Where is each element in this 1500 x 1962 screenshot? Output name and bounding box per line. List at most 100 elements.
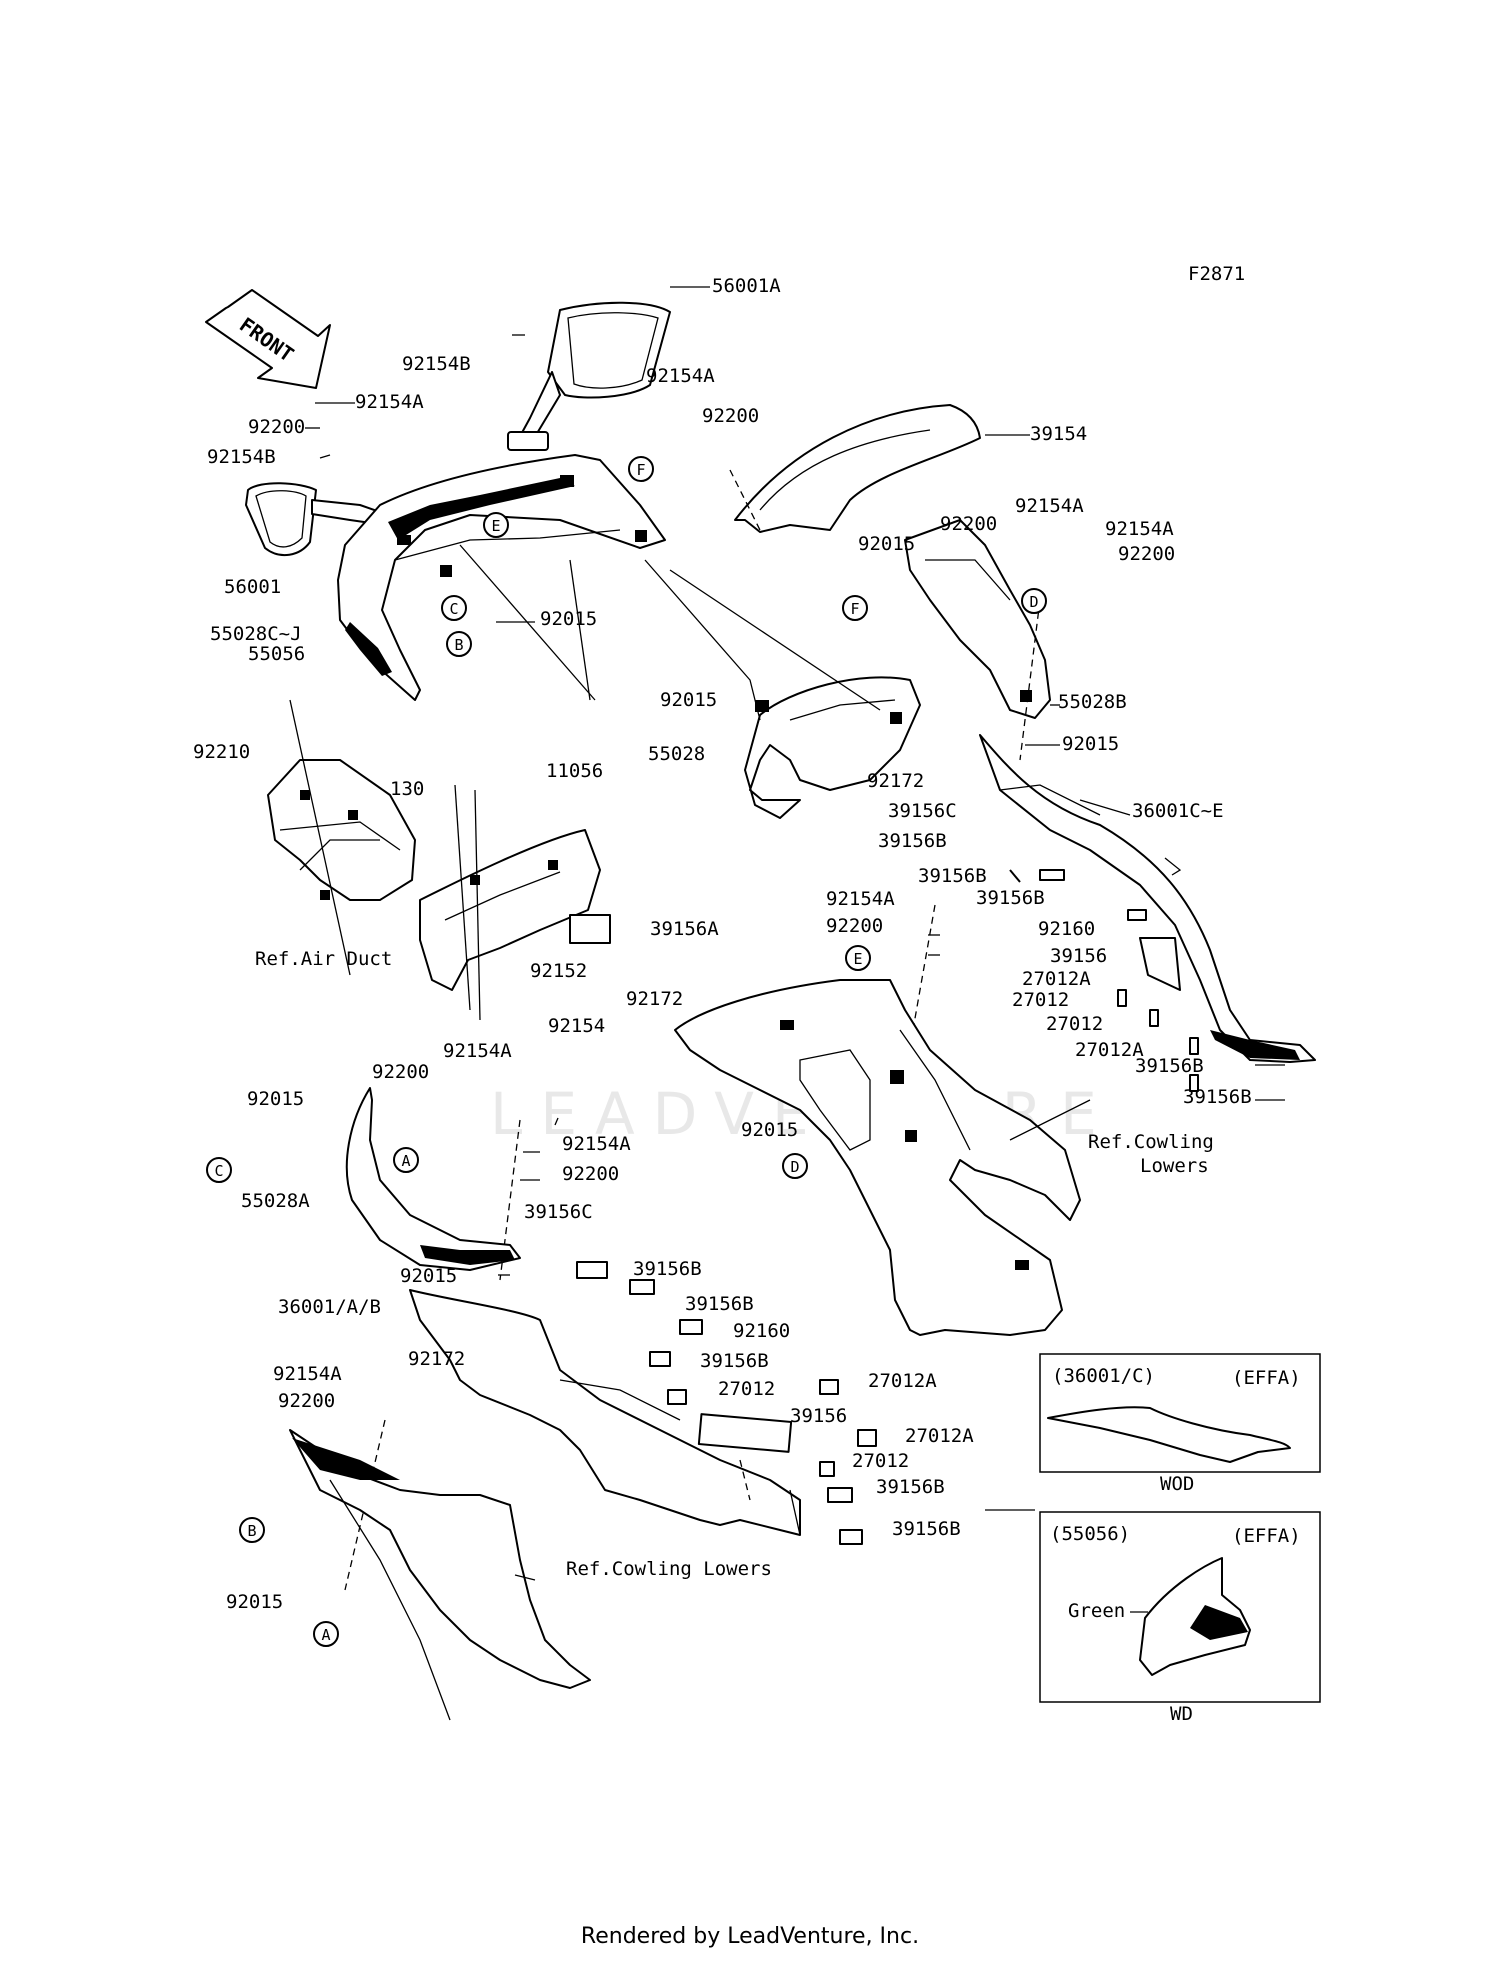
part-label: 55028B xyxy=(1058,691,1127,713)
svg-text:C: C xyxy=(214,1162,223,1180)
windscreen-39154 xyxy=(734,404,981,533)
small-parts xyxy=(569,869,1199,1545)
part-label: 39156B xyxy=(876,1476,945,1498)
part-label: 39156C xyxy=(524,1201,593,1223)
svg-text:Green: Green xyxy=(1068,1600,1125,1622)
side-panel-55028A xyxy=(345,1087,521,1271)
side-fairing-36001 xyxy=(409,1289,801,1536)
part-label: 55028A xyxy=(241,1190,310,1212)
part-label: 92015 xyxy=(1062,733,1119,755)
side-cover-55028B xyxy=(904,519,1051,719)
svg-text:A: A xyxy=(401,1152,410,1170)
part-label: 92154A xyxy=(646,365,715,387)
svg-text:(55056): (55056) xyxy=(1050,1523,1130,1545)
svg-text:E: E xyxy=(853,950,862,968)
ref-air-duct: Ref.Air Duct xyxy=(255,948,392,970)
air-duct-bracket xyxy=(267,759,416,901)
svg-text:F: F xyxy=(850,600,859,618)
part-label: 92154 xyxy=(548,1015,605,1037)
side-fairing-36001C xyxy=(979,734,1316,1063)
svg-text:E: E xyxy=(491,517,500,535)
part-label: 92200 xyxy=(826,915,883,937)
part-label: 92154A xyxy=(1105,518,1174,540)
part-label: 39156C xyxy=(888,800,957,822)
part-label: 56001A xyxy=(712,275,781,297)
part-label: 92200 xyxy=(1118,543,1175,565)
svg-text:F: F xyxy=(636,461,645,479)
part-label: 39156B xyxy=(976,887,1045,909)
part-label: 92172 xyxy=(867,770,924,792)
part-label: 92152 xyxy=(530,960,587,982)
part-label: 39156B xyxy=(1183,1086,1252,1108)
part-label: 92154A xyxy=(1015,495,1084,517)
svg-text:B: B xyxy=(454,636,463,654)
part-label: 56001 xyxy=(224,576,281,598)
inner-panel-55028 xyxy=(744,676,921,819)
svg-text:A: A xyxy=(321,1626,330,1644)
part-label: 39156 xyxy=(1050,945,1107,967)
ref-cowling-lowers: Ref.Cowling xyxy=(1088,1131,1214,1153)
part-label: 27012A xyxy=(905,1425,974,1447)
part-label: 92210 xyxy=(193,741,250,763)
part-label: 92200 xyxy=(702,405,759,427)
part-label: 39156A xyxy=(650,918,719,940)
front-arrow-icon: FRONT xyxy=(205,289,331,389)
part-label: 27012 xyxy=(1012,989,1069,1011)
part-label: 92015 xyxy=(660,689,717,711)
part-label: 92172 xyxy=(626,988,683,1010)
center-cowl xyxy=(674,979,1081,1336)
part-label: 92015 xyxy=(858,533,915,555)
part-label: 130 xyxy=(390,778,424,800)
part-label: 92154A xyxy=(273,1363,342,1385)
part-label: 27012A xyxy=(1075,1039,1144,1061)
part-label: 39156B xyxy=(700,1350,769,1372)
part-label: 55028C~J xyxy=(210,623,302,645)
part-label: 11056 xyxy=(546,760,603,782)
part-label: 92200 xyxy=(278,1390,335,1412)
part-label: 36001C~E xyxy=(1132,800,1224,822)
part-label: 36001/A/B xyxy=(278,1296,381,1318)
lower-cowl-left xyxy=(289,1429,591,1721)
part-label: 39156B xyxy=(685,1293,754,1315)
part-label: 92015 xyxy=(226,1591,283,1613)
part-numbers: 56001A 92154B 92154A 92154A 92200 92200 … xyxy=(193,275,1252,1613)
ref-cowling-lowers: Ref.Cowling Lowers xyxy=(566,1558,772,1580)
part-label: 92200 xyxy=(940,513,997,535)
ref-cowling-lowers: Lowers xyxy=(1140,1155,1209,1177)
svg-text:WD: WD xyxy=(1170,1703,1193,1725)
svg-text:WOD: WOD xyxy=(1160,1473,1194,1495)
callout-letters: F E C B F D E D C A B A xyxy=(206,456,1047,1647)
part-label: 92154A xyxy=(562,1133,631,1155)
variant-box-36001C: (36001/C) (EFFA) WOD xyxy=(1039,1353,1321,1495)
part-label: 92015 xyxy=(741,1119,798,1141)
diagram-code: F2871 xyxy=(1188,263,1245,285)
part-label: 92154A xyxy=(355,391,424,413)
part-label: 92160 xyxy=(733,1320,790,1342)
part-label: 27012 xyxy=(852,1450,909,1472)
part-label: 39156 xyxy=(790,1405,847,1427)
footer-credit: Rendered by LeadVenture, Inc. xyxy=(580,1924,920,1949)
part-label: 92154A xyxy=(826,888,895,910)
part-label: 92015 xyxy=(400,1265,457,1287)
part-label: 92154B xyxy=(207,446,276,468)
part-label: 39154 xyxy=(1030,423,1087,445)
part-label: 39156B xyxy=(1135,1055,1204,1077)
svg-text:(36001/C): (36001/C) xyxy=(1052,1365,1155,1387)
variant-box-55056: (55056) (EFFA) Green WD xyxy=(1039,1511,1321,1725)
part-label: 39156B xyxy=(892,1518,961,1540)
part-label: 92015 xyxy=(247,1088,304,1110)
part-label: 55056 xyxy=(248,643,305,665)
part-label: 39156B xyxy=(633,1258,702,1280)
part-label: 92172 xyxy=(408,1348,465,1370)
svg-text:C: C xyxy=(449,600,458,618)
svg-text:D: D xyxy=(1029,593,1038,611)
part-label: 92200 xyxy=(248,416,305,438)
part-label: 27012A xyxy=(1022,968,1091,990)
part-label: 39156B xyxy=(878,830,947,852)
part-label: 92154B xyxy=(402,353,471,375)
part-label: 92154A xyxy=(443,1040,512,1062)
upper-cowl-55028C xyxy=(337,454,666,701)
leader-lines xyxy=(305,286,1285,1581)
part-label: 92200 xyxy=(562,1163,619,1185)
